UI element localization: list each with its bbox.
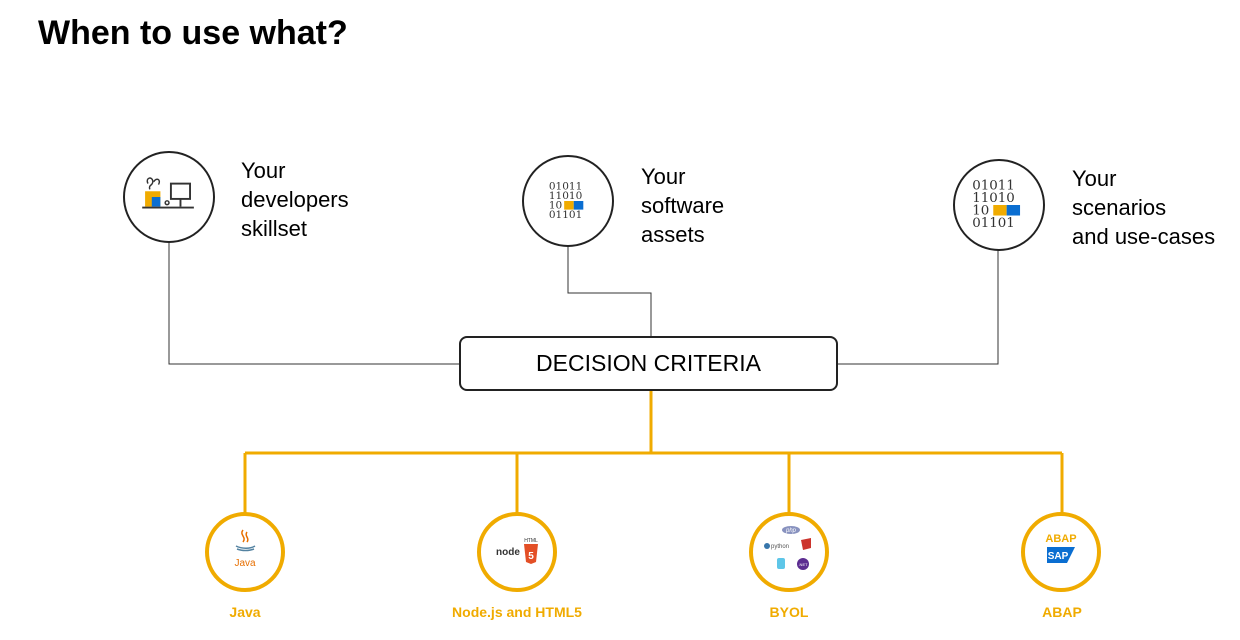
svg-text:10: 10 [972, 204, 989, 219]
svg-text:01101: 01101 [549, 209, 582, 221]
criterion-scenarios-circle: 01011 11010 10 01101 [953, 159, 1045, 251]
svg-text:11010: 11010 [549, 190, 582, 202]
option-byol-label: BYOL [769, 604, 809, 620]
criterion-skillset-label: Your developers skillset [241, 158, 349, 241]
java-icon: Java [234, 529, 256, 569]
decision-criteria-label: DECISION CRITERIA [536, 350, 761, 376]
decision-criteria-box: DECISION CRITERIA [459, 336, 838, 391]
byol-languages-icon: php python .NET [764, 526, 811, 570]
connector-assets [567, 246, 652, 336]
svg-text:01011: 01011 [972, 179, 1015, 194]
abap-sap-icon: ABAP SAP [1045, 533, 1077, 563]
svg-text:01011: 01011 [549, 181, 582, 193]
option-node-html5-circle: node HTML 5 [477, 512, 557, 592]
page-title: When to use what? [38, 14, 348, 52]
svg-text:node: node [496, 547, 520, 558]
option-java-label: Java [229, 604, 261, 620]
svg-text:.NET: .NET [798, 562, 808, 567]
svg-text:HTML: HTML [524, 538, 538, 544]
svg-text:python: python [771, 544, 789, 550]
svg-text:Java: Java [234, 558, 256, 569]
criterion-skillset-circle [123, 151, 215, 243]
connector-skillset [168, 238, 459, 365]
option-abap-label: ABAP [1042, 604, 1082, 620]
option-node-html5-label: Node.js and HTML5 [452, 604, 582, 620]
criterion-assets-circle: 01011 11010 10 01101 [522, 155, 614, 247]
svg-text:5: 5 [528, 551, 534, 562]
svg-text:ABAP: ABAP [1045, 533, 1076, 545]
criterion-scenarios-label: Your scenarios and use-cases [1072, 166, 1216, 249]
svg-text:01101: 01101 [972, 216, 1015, 231]
nodejs-html5-icon: node HTML 5 [496, 538, 538, 564]
option-abap-circle: ABAP SAP [1021, 512, 1101, 592]
svg-text:11010: 11010 [972, 191, 1015, 206]
developer-desk-icon [142, 177, 194, 209]
connector-scenarios [838, 250, 999, 365]
svg-text:SAP: SAP [1048, 551, 1069, 562]
binary-data-icon: 01011 11010 10 01101 [549, 181, 584, 221]
svg-text:10: 10 [549, 200, 562, 212]
criterion-assets-label: Your software assets [641, 164, 725, 247]
option-byol-circle: php python .NET [749, 512, 829, 592]
option-java-circle: Java [205, 512, 285, 592]
binary-data-icon: 01011 11010 10 01101 [972, 179, 1021, 231]
svg-text:php: php [785, 528, 797, 534]
